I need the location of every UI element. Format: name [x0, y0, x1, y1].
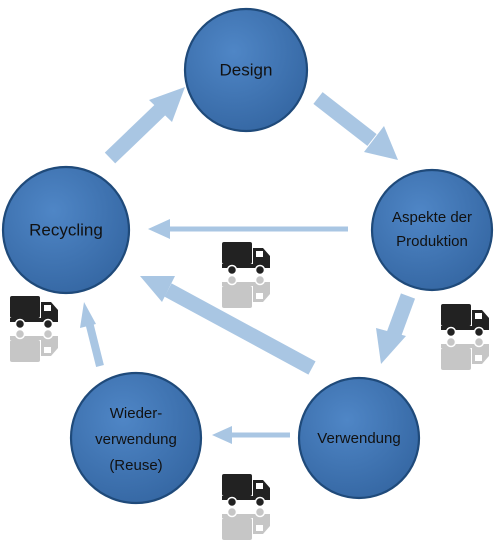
- arrow-verwendung-to-wiederverwendung: [212, 426, 290, 444]
- truck-icon: [9, 295, 59, 363]
- arrow-aspekte-to-verwendung: [376, 293, 416, 364]
- node-wiederverwendung-label-line1: Wieder-: [110, 405, 163, 422]
- truck-icon: [440, 303, 490, 371]
- arrow-design-to-aspekte: [313, 92, 398, 160]
- node-wiederverwendung-label-line2: verwendung: [95, 431, 177, 448]
- truck-icon: [221, 241, 271, 309]
- node-wiederverwendung-label-line3: (Reuse): [109, 457, 162, 474]
- arrow-wiederverwendung-to-recycling: [80, 302, 104, 367]
- node-verwendung-label: Verwendung: [317, 430, 400, 447]
- node-aspekte-label-line2: Produktion: [396, 233, 468, 250]
- node-recycling: Recycling: [1, 165, 131, 295]
- arrow-verwendung-to-recycling: [140, 276, 316, 375]
- truck-icon: [221, 473, 271, 541]
- node-aspekte-der-produktion: Aspekte der Produktion: [370, 168, 494, 292]
- node-aspekte-label-line1: Aspekte der: [392, 209, 472, 226]
- node-wiederverwendung: Wieder- verwendung (Reuse): [69, 371, 203, 505]
- node-design-label: Design: [220, 60, 273, 79]
- node-verwendung: Verwendung: [297, 376, 421, 500]
- arrow-recycling-to-design: [104, 87, 185, 164]
- node-design: Design: [183, 7, 309, 133]
- node-recycling-label: Recycling: [29, 220, 103, 239]
- arrow-aspekte-to-recycling: [148, 219, 348, 239]
